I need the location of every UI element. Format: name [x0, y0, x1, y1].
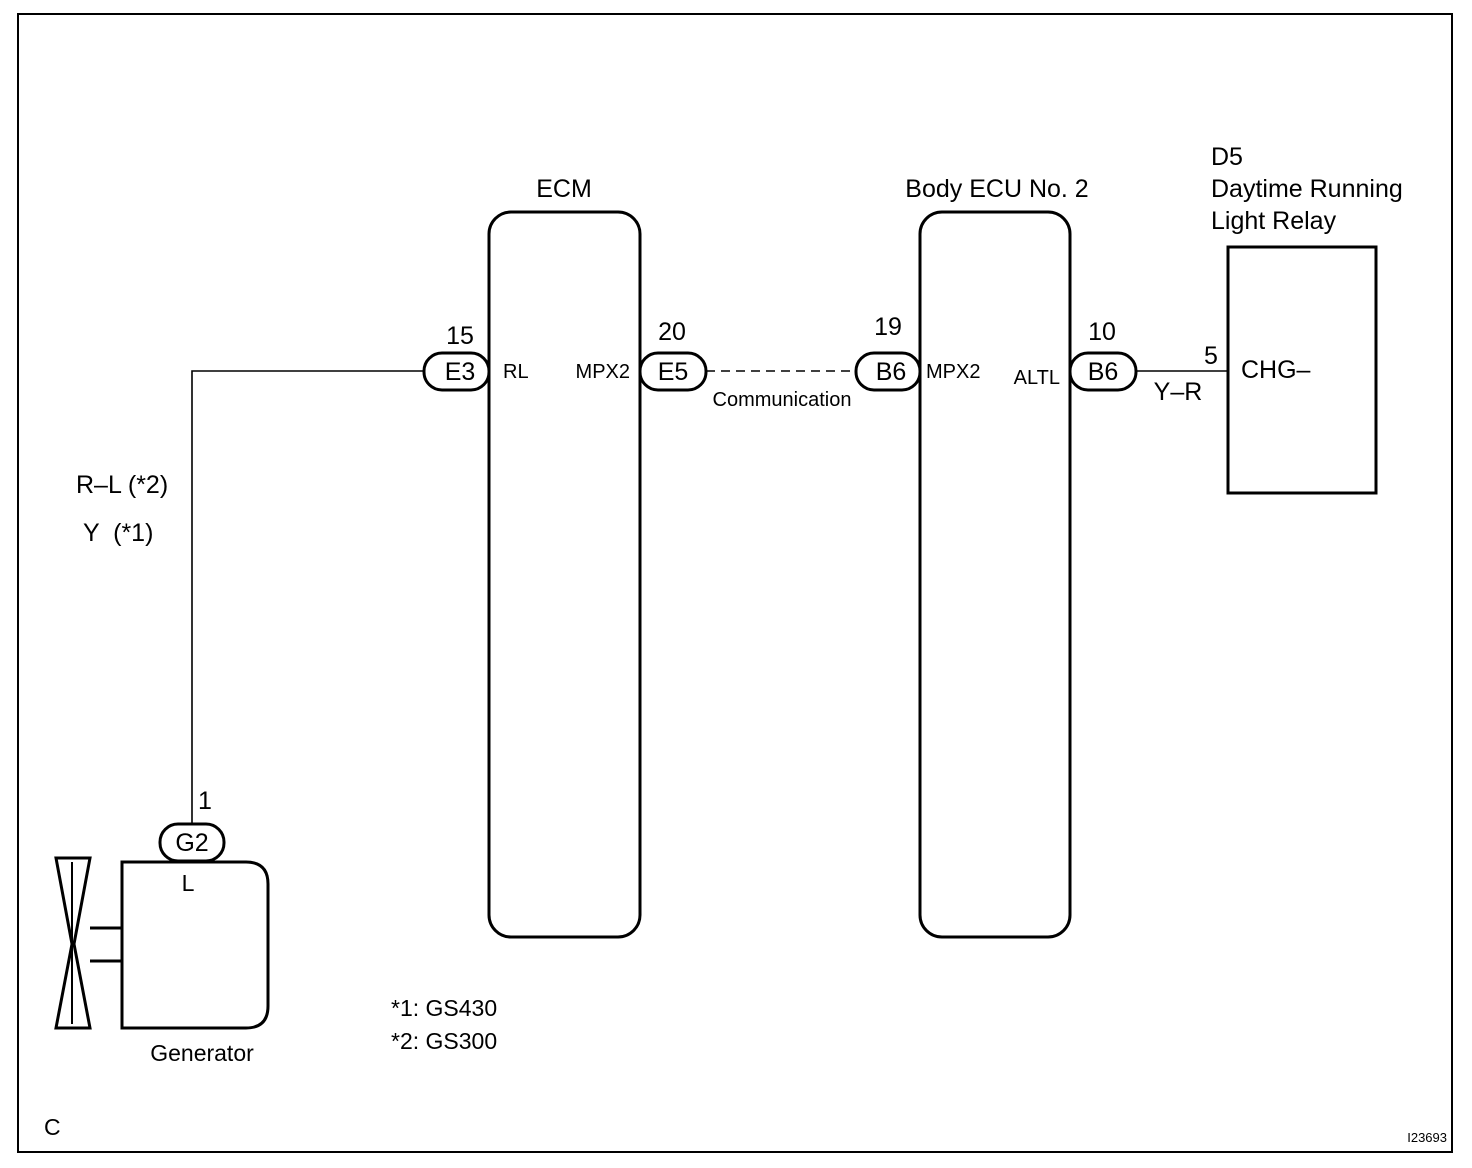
- connector-g2: [158, 822, 226, 863]
- connector-e5-label: E5: [658, 358, 689, 386]
- connector-e3-label: E3: [445, 358, 476, 386]
- connector-b6-right-label: B6: [1088, 358, 1119, 386]
- figure-id: I23693: [1407, 1130, 1447, 1145]
- generator-title: Generator: [150, 1040, 254, 1066]
- ecm-terminal-rl: RL: [503, 361, 529, 383]
- wire-color-y-r: Y–R: [1154, 378, 1203, 406]
- relay-box: [1226, 245, 1378, 495]
- wire-color-r-l: R–L (*2): [76, 471, 168, 499]
- diagram-frame: [17, 13, 1453, 1153]
- connector-e5: [638, 351, 708, 392]
- body-ecu-title: Body ECU No. 2: [905, 175, 1088, 203]
- body-ecu-pin-19: 19: [874, 313, 902, 341]
- connector-b6-left: [854, 351, 922, 392]
- connector-e3: [422, 351, 491, 392]
- note-gs430: *1: GS430: [391, 995, 497, 1021]
- body-ecu-box: [918, 210, 1072, 939]
- generator-body: [120, 860, 270, 1030]
- relay-code: D5: [1211, 143, 1243, 171]
- ecm-terminal-mpx2: MPX2: [576, 361, 630, 383]
- connector-b6-right: [1068, 351, 1138, 392]
- body-ecu-pin-10: 10: [1088, 318, 1116, 346]
- connector-g2-label: G2: [175, 829, 208, 857]
- relay-pin-5: 5: [1204, 342, 1218, 370]
- ecm-title: ECM: [536, 175, 592, 203]
- generator-terminal-l: L: [182, 870, 195, 896]
- relay-title-line2: Light Relay: [1211, 207, 1337, 235]
- corner-label: C: [44, 1114, 61, 1140]
- ecm-box: [487, 210, 642, 939]
- communication-label: Communication: [713, 389, 852, 411]
- relay-terminal-chg: CHG–: [1241, 356, 1311, 384]
- body-ecu-terminal-mpx2: MPX2: [926, 361, 980, 383]
- connector-b6-left-label: B6: [876, 358, 907, 386]
- wire-generator-to-ecm: [191, 370, 424, 824]
- body-ecu-terminal-altl: ALTL: [1014, 367, 1060, 389]
- note-gs300: *2: GS300: [391, 1028, 497, 1054]
- ecm-pin-20: 20: [658, 318, 686, 346]
- generator-pulley-icon: [54, 856, 122, 1030]
- relay-title-line1: Daytime Running: [1211, 175, 1403, 203]
- wire-color-y: Y (*1): [83, 519, 153, 547]
- ecm-pin-15: 15: [446, 322, 474, 350]
- generator-pin-1: 1: [198, 787, 212, 815]
